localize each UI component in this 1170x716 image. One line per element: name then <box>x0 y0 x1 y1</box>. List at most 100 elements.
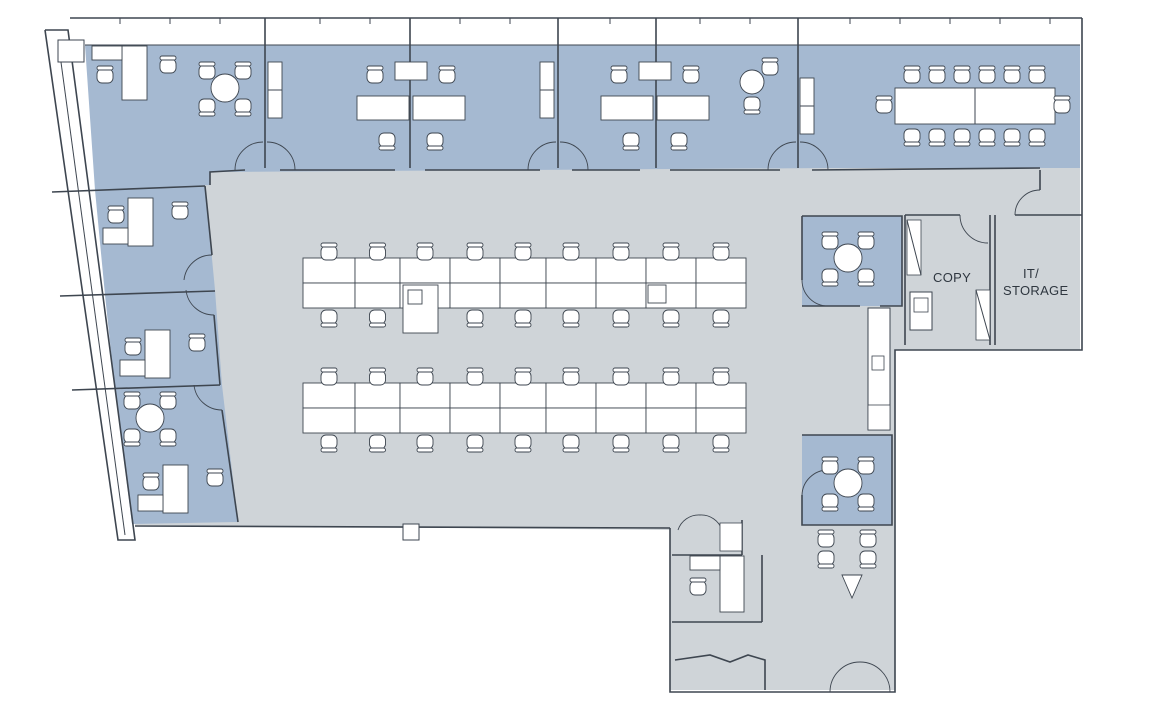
chair-back <box>817 563 835 569</box>
chair-back <box>1028 65 1046 71</box>
chair <box>369 309 386 325</box>
chair-back <box>610 65 628 71</box>
chair <box>670 132 688 148</box>
chair <box>712 309 730 325</box>
chair <box>662 370 680 386</box>
chair-back <box>928 65 946 71</box>
desk <box>499 257 547 284</box>
chair-back <box>612 242 630 248</box>
chair-back <box>859 529 877 535</box>
chair-back <box>366 65 384 71</box>
chair-back <box>378 145 396 151</box>
chair-back <box>416 242 434 248</box>
round-table <box>833 243 863 273</box>
chair-back <box>562 322 580 328</box>
chair <box>662 434 680 450</box>
it-storage-label-line1: IT/ <box>1023 266 1039 281</box>
it-storage-label-line2: STORAGE <box>1003 283 1068 298</box>
chair <box>466 309 484 325</box>
chair-back <box>123 441 141 447</box>
chair-back <box>743 109 761 115</box>
desk <box>695 282 747 309</box>
chair <box>953 68 971 84</box>
chair-back <box>712 242 730 248</box>
chair-back <box>466 367 484 373</box>
top-partitions <box>209 18 1041 185</box>
desk <box>499 282 547 309</box>
chair <box>416 434 434 450</box>
chair-back <box>612 447 630 453</box>
desk <box>449 382 501 409</box>
chair-back <box>712 447 730 453</box>
chair-back <box>857 506 875 512</box>
chair <box>903 68 921 84</box>
desk <box>595 382 647 409</box>
chair-back <box>1003 65 1021 71</box>
it-storage-room <box>992 170 1080 350</box>
chair <box>662 245 680 261</box>
chair <box>514 309 532 325</box>
chair-back <box>159 391 177 397</box>
chair-back <box>1028 141 1046 147</box>
desk <box>595 257 647 284</box>
chair-back <box>96 65 114 71</box>
chair-back <box>369 367 386 373</box>
chair <box>857 459 875 475</box>
chair-back <box>662 242 680 248</box>
chair <box>426 132 444 148</box>
chair-back <box>466 322 484 328</box>
chair <box>206 471 224 487</box>
chair <box>234 98 252 114</box>
chair-back <box>562 242 580 248</box>
file-cabinet-drawer <box>407 289 423 305</box>
chair <box>821 493 839 509</box>
chair <box>1028 128 1046 144</box>
desk <box>354 257 401 284</box>
desk <box>545 257 597 284</box>
chair-back <box>817 529 835 535</box>
desk <box>121 45 148 101</box>
chair <box>562 434 580 450</box>
chair <box>159 428 177 444</box>
round-table <box>833 468 863 498</box>
chair <box>1003 68 1021 84</box>
chair-back <box>662 322 680 328</box>
chair <box>198 98 216 114</box>
chair-back <box>234 111 252 117</box>
desk <box>545 282 597 309</box>
chair-back <box>670 145 688 151</box>
chair <box>466 245 484 261</box>
chair-back <box>712 367 730 373</box>
desk <box>399 382 451 409</box>
exterior-walls <box>44 17 1083 693</box>
cabinet <box>394 61 428 81</box>
chair-back <box>689 577 707 583</box>
chair-back <box>903 65 921 71</box>
chair <box>821 268 839 284</box>
chair-back <box>369 242 386 248</box>
chair <box>857 234 875 250</box>
chair <box>903 128 921 144</box>
chair-back <box>188 333 206 339</box>
chair <box>159 394 177 410</box>
desk <box>356 95 410 121</box>
desk <box>399 257 451 284</box>
chair-back <box>142 472 160 478</box>
chair-back <box>426 145 444 151</box>
left-partitions <box>51 185 239 523</box>
chair-back <box>514 367 532 373</box>
main-open-area <box>85 45 1080 690</box>
chair <box>712 434 730 450</box>
chair-back <box>159 55 177 61</box>
chair <box>821 234 839 250</box>
door-swings-top <box>234 141 829 171</box>
chair-back <box>903 141 921 147</box>
chair <box>612 370 630 386</box>
round-table <box>210 73 240 103</box>
chair <box>123 394 141 410</box>
chair <box>1003 128 1021 144</box>
chair <box>1053 98 1071 114</box>
chair-back <box>928 141 946 147</box>
chair-back <box>821 456 839 462</box>
